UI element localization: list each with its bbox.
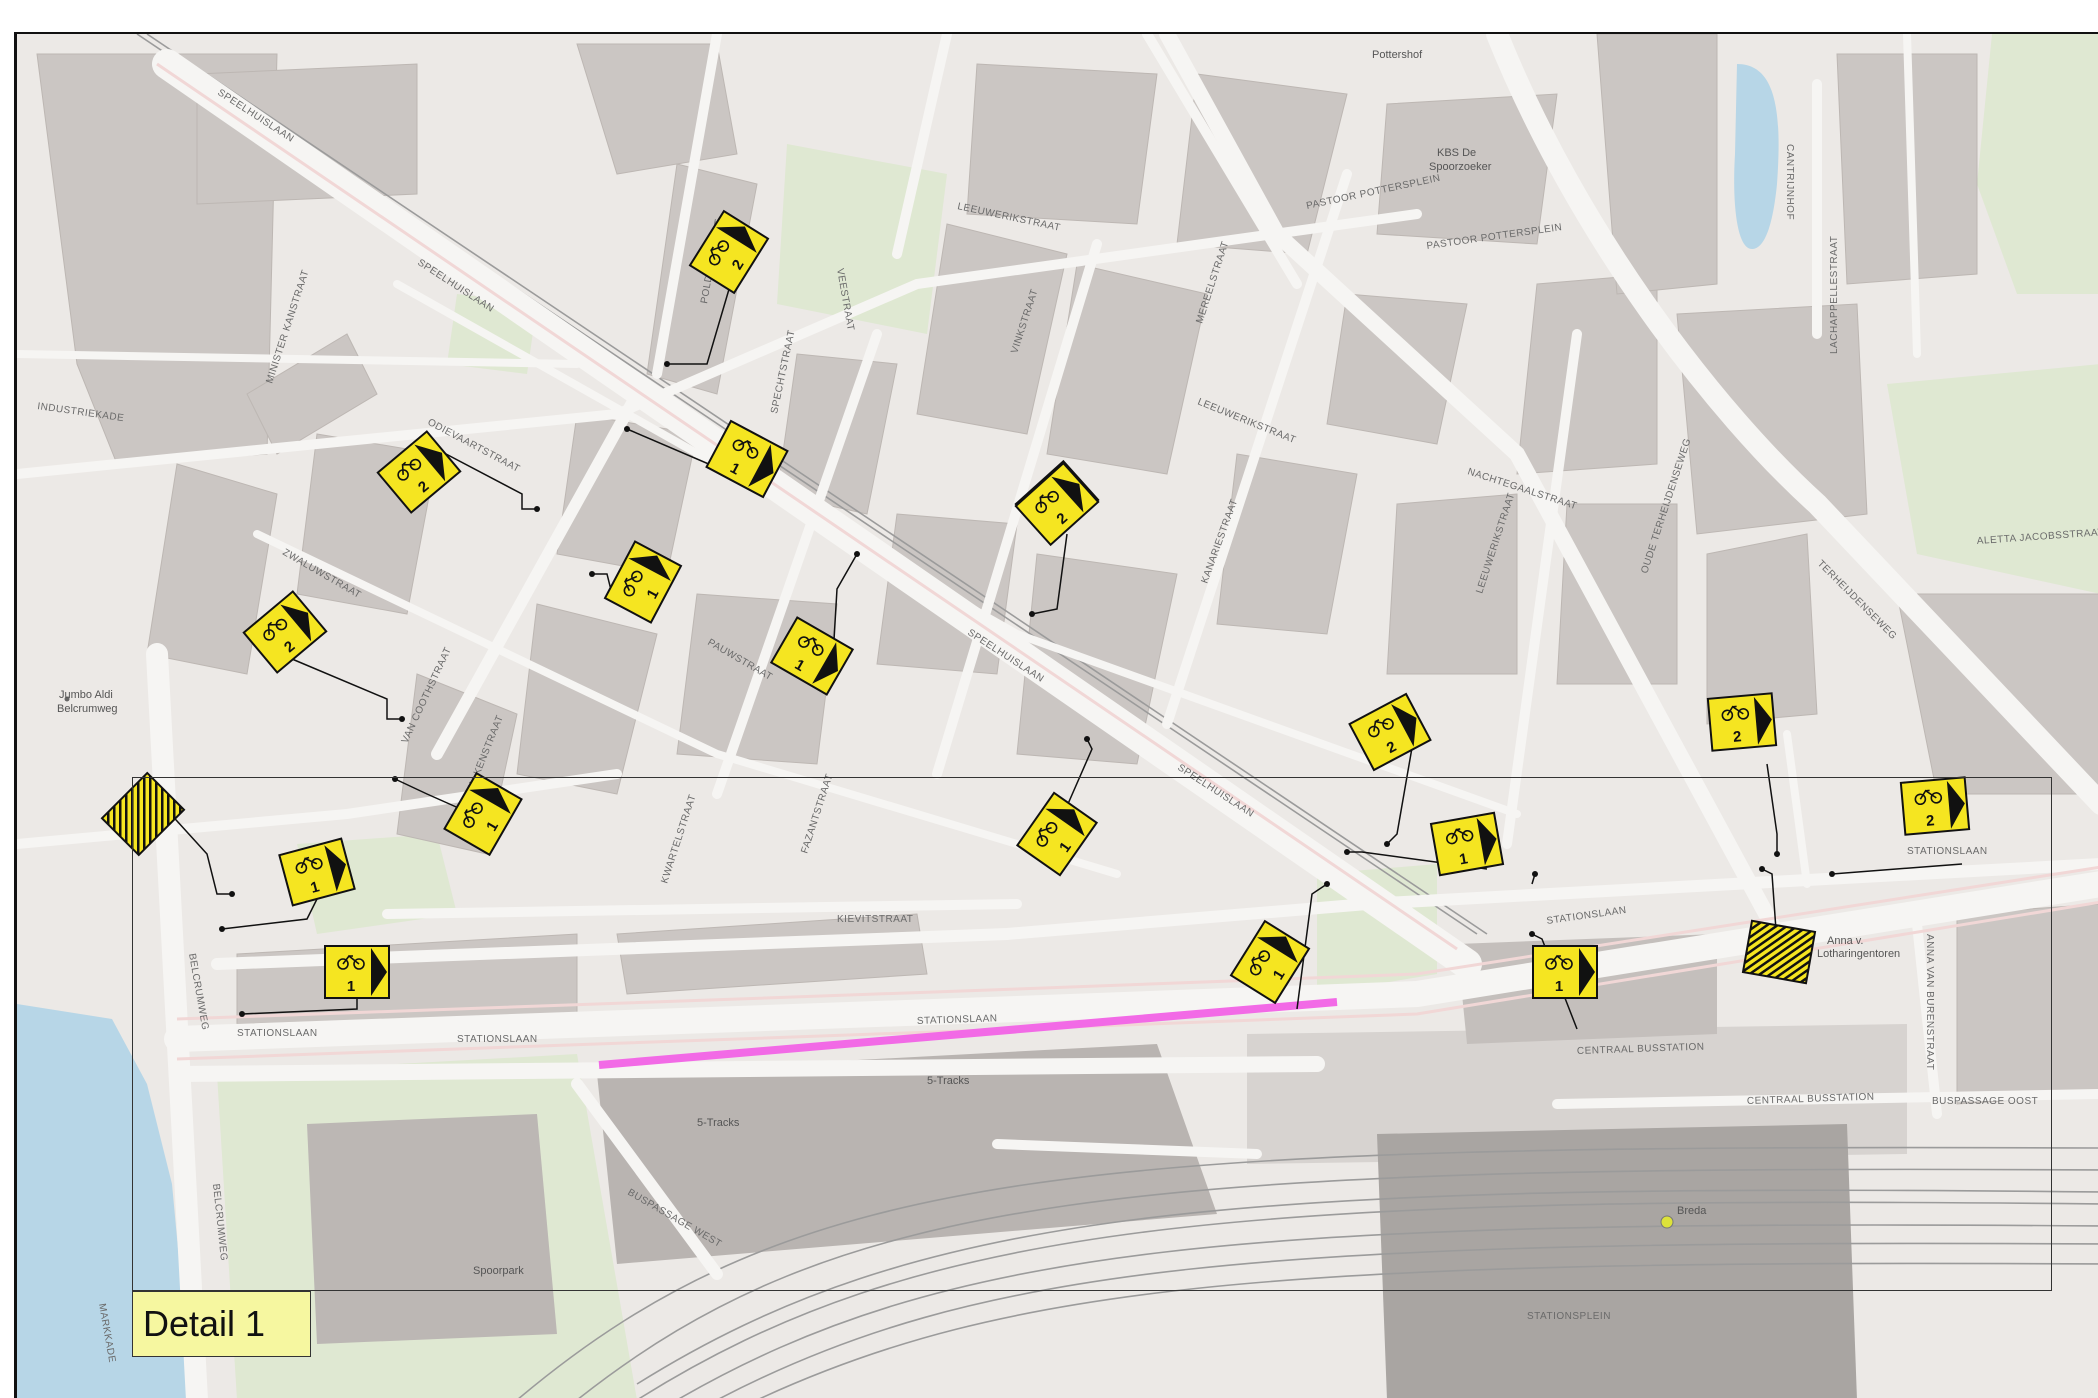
street-label: KIEVITSTRAAT (837, 914, 913, 925)
poi-label: 5-Tracks (927, 1075, 970, 1087)
street-label: STATIONSLAAN (237, 1028, 318, 1039)
poi-label: Belcrumweg (57, 703, 118, 715)
street-label: ANNA VAN BURENSTRAAT (1924, 934, 1935, 1070)
bicycle-icon (463, 802, 483, 828)
street-label: CENTRAAL BUSSTATION (1747, 1092, 1875, 1107)
bicycle-sign: 1 (324, 945, 390, 999)
bicycle-icon (1721, 705, 1750, 722)
direction-arrow-icon (371, 948, 387, 996)
direction-arrow-icon (1476, 817, 1497, 866)
direction-arrow-icon (1579, 948, 1595, 996)
direction-arrow-icon (324, 845, 346, 892)
bicycle-sign: 2 (376, 430, 462, 514)
bicycle-sign (100, 771, 186, 857)
bicycle-icon (708, 240, 730, 266)
bicycle-sign: 1 (278, 837, 356, 907)
bicycle-sign: 1 (705, 419, 789, 499)
bicycle-icon (1035, 490, 1059, 514)
direction-arrow-icon (1391, 704, 1417, 747)
station-buildings (307, 934, 1907, 1398)
bicycle-route-signs: 212211211112112212 (100, 209, 1971, 1005)
direction-arrow-icon (716, 226, 757, 253)
bicycle-icon (1368, 718, 1394, 738)
poi-label: Lotharingentoren (1817, 948, 1900, 960)
street-label: LACHAPPELLESTRAAT (1829, 236, 1840, 354)
map-frame[interactable]: SPEELHUISLAAN SPEELHUISLAAN SPEELHUISLAA… (14, 32, 2098, 1398)
sign-number: 1 (1458, 850, 1469, 868)
bicycle-sign: 2 (1014, 461, 1100, 547)
poi-label: KBS De (1437, 147, 1476, 159)
direction-arrow-icon (1753, 696, 1772, 745)
bicycle-sign: 2 (1706, 692, 1778, 752)
bicycle-sign: 1 (1532, 945, 1598, 999)
sign-number: 2 (1925, 812, 1935, 830)
street-label: STATIONSLAAN (917, 1013, 998, 1027)
bicycle-sign: 1 (769, 616, 855, 696)
bicycle-sign: 2 (1899, 776, 1971, 836)
direction-arrow-icon (1257, 936, 1298, 963)
street-label: STATIONSLAAN (1907, 846, 1988, 857)
bicycle-sign: 2 (1348, 692, 1432, 772)
street-label: BUSPASSAGE OOST (1932, 1096, 2038, 1107)
bicycle-icon (732, 439, 759, 459)
rail-tracks (136, 34, 2098, 1398)
direction-arrow-icon (1946, 780, 1965, 829)
sign-number: 1 (1555, 978, 1563, 995)
poi-label: Spoorpark (473, 1265, 524, 1277)
bicycle-sign: 1 (1229, 919, 1311, 1005)
bicycle-sign (1741, 919, 1817, 985)
bicycle-sign: 1 (1015, 791, 1099, 877)
street-label: CANTRIJNHOF (1784, 144, 1795, 220)
bicycle-sign: 1 (603, 540, 683, 624)
poi-label: 5-Tracks (697, 1117, 740, 1129)
direction-arrow-icon (748, 444, 774, 487)
bicycle-icon (263, 618, 288, 641)
street-label: CENTRAAL BUSSTATION (1577, 1042, 1705, 1057)
bicycle-sign: 1 (1429, 811, 1505, 877)
bicycle-sign: 2 (242, 590, 328, 674)
direction-arrow-icon (628, 555, 671, 581)
poi-label: Breda (1677, 1205, 1707, 1217)
direction-arrow-icon (812, 642, 838, 684)
detail-label: Detail 1 (132, 1291, 311, 1357)
bicycle-icon (337, 954, 365, 970)
bicycle-icon (295, 856, 323, 874)
pond-water (1734, 64, 1779, 249)
bicycle-icon (1914, 789, 1943, 806)
direction-arrow-icon (1051, 476, 1084, 513)
map-canvas[interactable]: SPEELHUISLAAN SPEELHUISLAAN SPEELHUISLAA… (17, 34, 2098, 1398)
poi-label: Jumbo Aldi (59, 689, 113, 701)
bicycle-sign: 1 (443, 771, 523, 857)
bicycle-icon (1446, 828, 1474, 845)
bicycle-icon (1545, 954, 1573, 970)
bicycle-icon (798, 636, 824, 656)
bicycle-sign: 2 (688, 209, 770, 295)
poi-label: Pottershof (1372, 49, 1423, 61)
sign-number: 1 (347, 978, 355, 995)
bicycle-icon (1249, 950, 1271, 976)
direction-arrow-icon (469, 788, 511, 814)
building-blocks (36, 34, 2098, 1105)
bicycle-icon (1036, 821, 1058, 847)
street-label: STATIONSPLEIN (1527, 1311, 1611, 1322)
poi-label: Spoorzoeker (1429, 161, 1492, 173)
bicycle-icon (623, 570, 643, 597)
poi-label: Anna v. (1827, 935, 1864, 947)
highlighted-route (598, 998, 1338, 1069)
bicycle-icon (397, 458, 422, 481)
poi-labels: Jumbo Aldi Belcrumweg KBS De Spoorzoeker… (57, 49, 1900, 1277)
street-label: STATIONSLAAN (457, 1034, 538, 1045)
sign-number: 2 (1732, 728, 1742, 746)
